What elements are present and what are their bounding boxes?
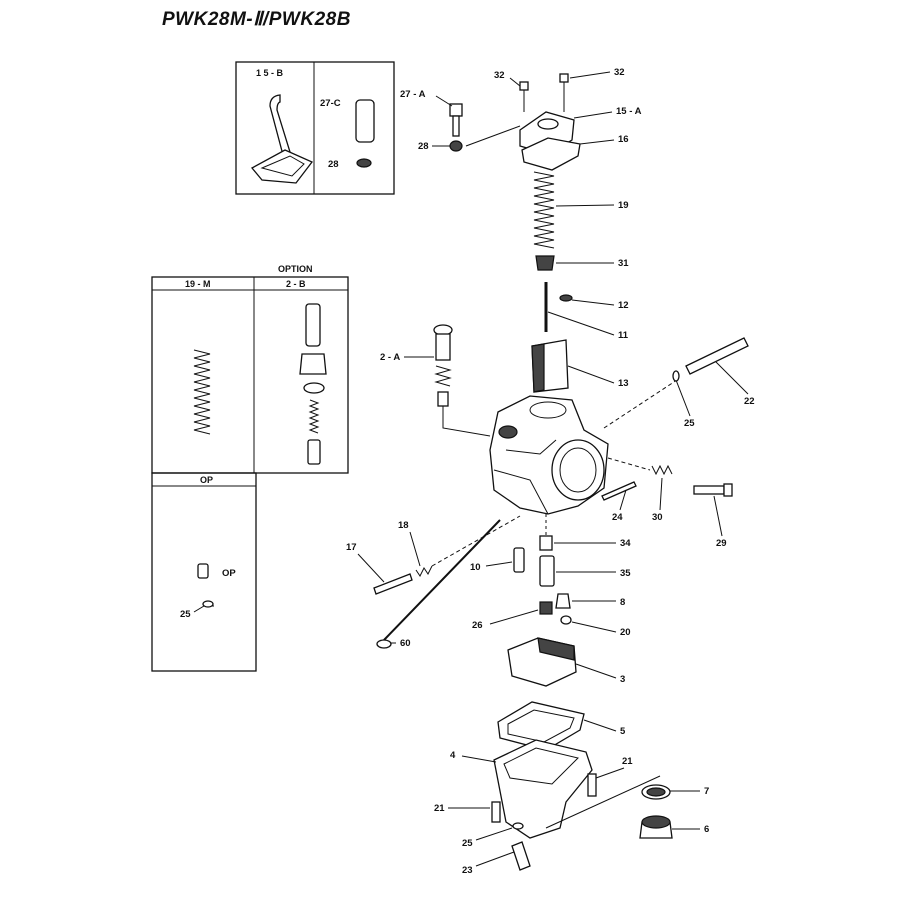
- op-box: OP OP 25: [151, 472, 257, 672]
- screw-21a-part: [491, 801, 501, 823]
- label-24: 24: [612, 512, 623, 523]
- label-8: 8: [620, 597, 625, 608]
- label-60: 60: [400, 638, 411, 649]
- label-12: 12: [618, 300, 629, 311]
- op-header: OP: [200, 475, 213, 485]
- rod-22-part: [685, 337, 749, 375]
- label-6: 6: [704, 824, 709, 835]
- label-30: 30: [652, 512, 663, 523]
- label-16: 16: [618, 134, 629, 145]
- label-5: 5: [620, 726, 626, 737]
- top-cap-group: [449, 73, 581, 393]
- label-13: 13: [618, 378, 629, 389]
- washer-28-main-part: [449, 140, 463, 152]
- tube-part: [269, 94, 291, 156]
- label-27a: 27 - A: [400, 89, 426, 100]
- label-4: 4: [450, 750, 456, 761]
- label-7: 7: [704, 786, 709, 797]
- screw-60-part: [383, 519, 501, 641]
- option-header: OPTION: [278, 264, 313, 274]
- screw-2b-part: [299, 353, 327, 375]
- needle-jet-2b-part: [305, 303, 321, 347]
- option-col2-header: 2 - B: [286, 279, 306, 289]
- label-23: 23: [462, 865, 473, 876]
- pin-20-part: [560, 615, 572, 625]
- label-25a: 25: [684, 418, 695, 429]
- label-35: 35: [620, 568, 631, 579]
- jet-34-part: [539, 535, 553, 551]
- label-2a: 2 - A: [380, 352, 400, 363]
- inset-top-header: 1 5 - B: [256, 68, 284, 78]
- cap-15b-part: [250, 149, 314, 184]
- diagram-title: PWK28M-Ⅱ/PWK28B: [162, 9, 351, 30]
- option-col1-header: 19 - M: [185, 279, 211, 289]
- label-25b: 25: [462, 838, 473, 849]
- label-22: 22: [744, 396, 755, 407]
- label-32b: 32: [614, 67, 625, 78]
- label-15a: 15 - A: [616, 106, 642, 117]
- needle-valve-8-part: [555, 593, 571, 609]
- label-11: 11: [618, 330, 629, 341]
- label-19: 19: [618, 200, 629, 211]
- oring-2b-part: [303, 382, 325, 394]
- seat-31-part: [535, 255, 555, 271]
- hose-23-part: [511, 841, 531, 871]
- inset-top-box: 1 5 - B 27-C 28: [235, 61, 395, 195]
- label-34: 34: [620, 538, 631, 549]
- spring-19-part: [533, 171, 555, 249]
- op-label: OP: [222, 568, 236, 579]
- label-3: 3: [620, 674, 625, 685]
- washer-28-part: [356, 158, 372, 168]
- carb-body-group: [433, 324, 749, 515]
- clip-12-part: [559, 294, 573, 302]
- pin-2b-part: [307, 439, 321, 465]
- clip-25b-part: [512, 822, 524, 830]
- op-part: [197, 563, 209, 579]
- label-20: 20: [620, 627, 631, 638]
- label-32a: 32: [494, 70, 505, 81]
- part-labels: 32 32 27 - A 15 - A 28 16 19 31 12 11 2 …: [346, 67, 755, 876]
- label-21a: 21: [434, 803, 445, 814]
- inset-label-28: 28: [328, 159, 339, 170]
- gasket-5-part: [497, 701, 585, 751]
- jet-35-part: [539, 555, 555, 587]
- label-10: 10: [470, 562, 481, 573]
- spring-2b-part: [308, 399, 320, 434]
- label-21b: 21: [622, 756, 633, 767]
- label-17: 17: [346, 542, 357, 553]
- lower-parts-group: [373, 514, 673, 871]
- label-29: 29: [716, 538, 727, 549]
- inset-label-27c: 27-C: [320, 98, 341, 109]
- jet-26-part: [539, 601, 553, 615]
- float-bowl-4-part: [493, 739, 593, 839]
- label-18: 18: [398, 520, 409, 531]
- op-label-25: 25: [180, 609, 191, 620]
- label-31: 31: [618, 258, 629, 269]
- option-box: OPTION 19 - M 2 - B: [151, 264, 349, 474]
- screw-17-part: [373, 573, 413, 595]
- spring-30-part: [651, 464, 673, 476]
- spacer-27c-part: [355, 99, 375, 143]
- screw-32a-part: [519, 81, 529, 91]
- jet-10-part: [513, 547, 525, 573]
- screw-29-part: [693, 485, 725, 495]
- label-26: 26: [472, 620, 483, 631]
- screw-32b-part: [559, 73, 569, 83]
- gasket-16-part: [521, 137, 581, 171]
- spring-19m-part: [193, 349, 211, 435]
- screw-21b-part: [587, 773, 597, 797]
- tube-24-part: [601, 481, 637, 501]
- label-28: 28: [418, 141, 429, 152]
- spring-18-part: [415, 565, 433, 577]
